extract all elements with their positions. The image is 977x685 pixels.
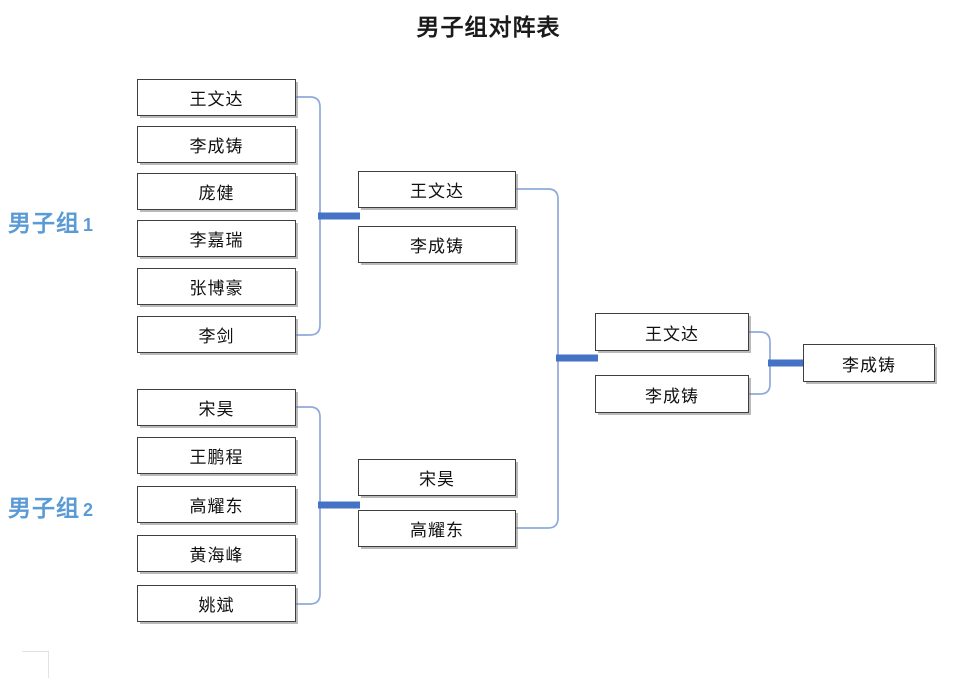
bracket-round2 [516,188,559,529]
bracket-round1-group1 [296,96,321,336]
player-box-r1-g2-2[interactable]: 王鹏程 [137,437,296,474]
player-box-r2-g1-2[interactable]: 李成铸 [358,226,516,263]
player-box-r2-g2-2[interactable]: 高耀东 [358,510,516,547]
group-label-2-number: 2 [83,500,95,520]
player-box-r1-g2-4[interactable]: 黄海峰 [137,535,296,572]
group-label-1-number: 1 [83,215,95,235]
player-box-r1-g1-2[interactable]: 李成铸 [137,126,296,163]
page-title: 男子组对阵表 [416,14,561,40]
group-label-1-text: 男子组 [8,210,80,236]
player-box-r1-g1-5[interactable]: 张博豪 [137,268,296,305]
bracket-round1-group2 [296,406,321,605]
player-box-r1-g1-3[interactable]: 庞健 [137,173,296,210]
player-box-r1-g2-5[interactable]: 姚斌 [137,585,296,622]
bracket-round3 [749,331,771,395]
player-box-r1-g1-6[interactable]: 李剑 [137,316,296,353]
player-box-r1-g1-4[interactable]: 李嘉瑞 [137,220,296,257]
player-box-r1-g1-1[interactable]: 王文达 [137,79,296,116]
player-box-r3-1[interactable]: 王文达 [595,313,749,351]
player-box-r1-g2-1[interactable]: 宋昊 [137,389,296,426]
player-box-r1-g2-3[interactable]: 高耀东 [137,486,296,523]
player-box-final-winner[interactable]: 李成铸 [803,344,935,382]
player-box-r3-2[interactable]: 李成铸 [595,375,749,413]
corner-mark [22,651,49,678]
group-label-2-text: 男子组 [8,495,80,521]
player-box-r2-g1-1[interactable]: 王文达 [358,171,516,208]
player-box-r2-g2-1[interactable]: 宋昊 [358,459,516,496]
